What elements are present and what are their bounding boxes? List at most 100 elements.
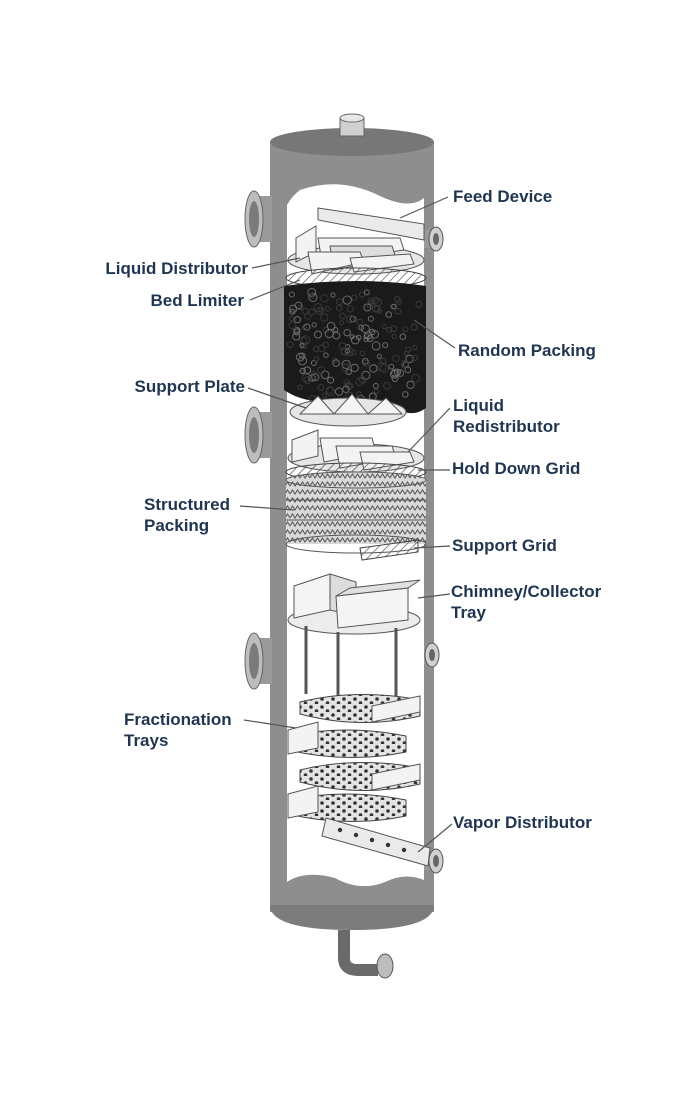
tray-4 [287, 785, 407, 823]
label-hold-down-grid: Hold Down Grid [452, 459, 581, 478]
packing-ring [293, 316, 301, 324]
packing-ring [385, 311, 393, 318]
packing-ring [299, 352, 306, 359]
packing-ring [320, 370, 330, 380]
leader-lines [239, 196, 456, 853]
packing-ring [394, 296, 401, 303]
label-bed-limiter: Bed Limiter [150, 291, 244, 310]
leader-chimney-tray [417, 593, 451, 599]
label-support-grid: Support Grid [452, 536, 557, 555]
packing-ring [327, 376, 335, 384]
packing-ring [402, 391, 409, 398]
packing-ring [386, 326, 393, 333]
packing-ring [376, 308, 382, 314]
packing-ring [390, 325, 398, 333]
right-nozzle-feed [424, 226, 444, 252]
packing-ring [288, 315, 295, 322]
tray-3 [299, 762, 421, 791]
packing-ring [308, 308, 316, 316]
bottom-drain-flange [376, 953, 394, 979]
packing-ring [334, 387, 344, 396]
packing-ring [339, 312, 347, 320]
packing-ring [318, 307, 325, 313]
packing-ring [342, 385, 350, 393]
packing-ring [371, 341, 381, 351]
leader-random-packing [413, 319, 456, 349]
packing-ring [373, 388, 379, 394]
packing-ring [411, 354, 419, 361]
packing-ring [322, 341, 329, 348]
packing-ring [346, 314, 355, 324]
packing-ring [405, 346, 412, 353]
packing-ring [361, 324, 370, 334]
packing-ring [351, 349, 357, 356]
packing-ring [332, 359, 340, 367]
packing-ring [392, 354, 400, 362]
packing-ring [288, 291, 295, 298]
leader-vapor-distributor [417, 823, 453, 853]
packing-ring [388, 363, 395, 370]
packing-ring [332, 331, 341, 340]
packing-ring [323, 352, 329, 359]
label-structured-packing: Structured Packing [144, 494, 230, 536]
packing-ring [303, 376, 312, 385]
vapor-distributor-pipe [321, 817, 431, 867]
packing-ring [367, 315, 374, 322]
packing-ring [368, 328, 376, 336]
packing-ring [356, 391, 362, 397]
packing-ring [351, 294, 358, 301]
packing-ring [313, 303, 323, 313]
packing-ring [340, 347, 349, 356]
packing-ring [303, 323, 311, 331]
packing-ring [299, 336, 308, 346]
packing-ring [308, 292, 318, 302]
packing-ring [294, 301, 303, 310]
packing-ring [402, 326, 409, 333]
chimney-collector-tray [287, 573, 421, 700]
packing-ring [299, 342, 305, 348]
label-vapor-distributor: Vapor Distributor [453, 813, 592, 832]
packing-ring [350, 363, 359, 373]
packing-ring [411, 373, 421, 383]
packing-ring [377, 362, 387, 372]
packing-ring [338, 342, 347, 351]
packing-ring [317, 366, 326, 374]
packing-ring [366, 335, 374, 343]
packing-ring [366, 301, 373, 308]
leader-bed-limiter [249, 279, 301, 301]
packing-ring [349, 334, 355, 340]
leader-fractionation-trays [243, 719, 297, 729]
packing-ring [379, 363, 389, 373]
packing-ring [356, 318, 364, 326]
column-bottom-head [270, 905, 434, 930]
packing-ring [373, 298, 383, 307]
column-top-head [270, 128, 434, 156]
packing-ring [400, 359, 409, 368]
label-structured-packing-line-2: Packing [144, 516, 210, 535]
packing-ring [320, 313, 329, 322]
packing-ring [286, 341, 294, 349]
label-liquid-distributor: Liquid Distributor [105, 259, 248, 278]
label-support-plate: Support Plate [134, 377, 245, 396]
tray-2 [287, 721, 407, 759]
packing-ring [317, 344, 326, 353]
packing-ring [311, 373, 320, 382]
packing-ring [346, 305, 354, 313]
packing-rings [286, 287, 423, 403]
packing-ring [325, 387, 336, 397]
packing-ring [297, 304, 304, 311]
packing-ring [361, 357, 369, 365]
leader-liquid-distributor [251, 257, 301, 269]
packing-ring [410, 323, 418, 331]
packing-ring [363, 289, 370, 296]
leader-liquid-redistributor [407, 407, 451, 453]
packing-ring [358, 376, 367, 384]
packing-ring [406, 380, 415, 389]
left-nozzle-lower [244, 632, 272, 690]
label-structured-packing-line-1: Structured [144, 495, 230, 514]
leader-support-plate [247, 387, 307, 409]
right-nozzle-draw [424, 642, 440, 668]
packing-ring [313, 356, 320, 362]
liquid-distributor-troughs [287, 225, 425, 275]
